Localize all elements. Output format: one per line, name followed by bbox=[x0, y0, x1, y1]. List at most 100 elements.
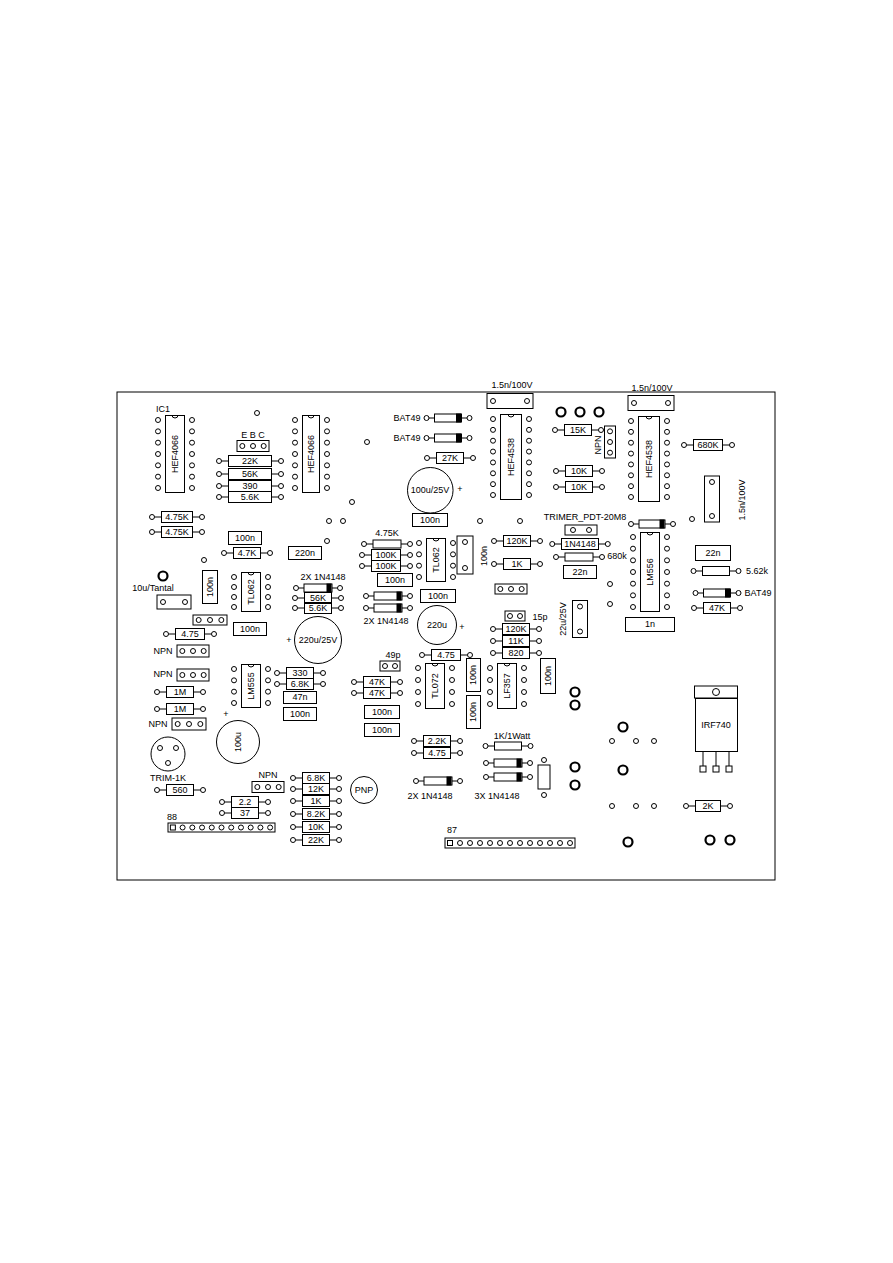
diode-body bbox=[424, 777, 452, 785]
part-name: IRF740 bbox=[701, 721, 731, 730]
solder-pad bbox=[665, 484, 670, 489]
lead-wire bbox=[665, 524, 671, 525]
solder-pad bbox=[666, 401, 671, 406]
solder-pad bbox=[634, 739, 639, 744]
solder-pad bbox=[631, 605, 636, 610]
part-value: 100n bbox=[544, 666, 553, 686]
pad-outline bbox=[177, 669, 209, 681]
solder-pad bbox=[294, 586, 299, 591]
solder-pad bbox=[450, 702, 455, 707]
solder-pad bbox=[417, 575, 422, 580]
solder-pad bbox=[325, 418, 330, 423]
solder-pad bbox=[608, 429, 613, 434]
solder-pad bbox=[232, 667, 237, 672]
lead-wire bbox=[194, 790, 201, 791]
capacitor-body: 22n bbox=[695, 545, 731, 561]
part-value: 100n bbox=[469, 665, 478, 685]
part-value: 4.75 bbox=[181, 630, 199, 639]
lead-wire bbox=[464, 458, 471, 459]
part-value: 100n bbox=[290, 710, 310, 719]
solder-pad bbox=[629, 473, 634, 478]
solder-pad bbox=[412, 739, 417, 744]
solder-pad bbox=[624, 838, 633, 847]
solder-pad bbox=[279, 484, 284, 489]
solder-pad bbox=[518, 614, 523, 619]
solder-pad bbox=[610, 739, 615, 744]
part-value: 680K bbox=[697, 441, 718, 450]
lead-wire bbox=[721, 806, 728, 807]
solder-pad bbox=[156, 429, 161, 434]
lead-wire bbox=[401, 566, 408, 567]
capacitor-body: 100n bbox=[466, 658, 481, 692]
solder-pad bbox=[571, 781, 580, 790]
solder-pad bbox=[293, 440, 298, 445]
diode-band bbox=[447, 777, 451, 785]
solder-pad bbox=[150, 515, 155, 520]
resistor-body: 27K bbox=[436, 452, 464, 464]
mosfet-body: IRF740 bbox=[695, 698, 738, 752]
solder-pad bbox=[424, 436, 429, 441]
resistor-body: 820 bbox=[502, 647, 530, 659]
solder-pad bbox=[726, 836, 735, 845]
part-value: 330 bbox=[292, 669, 307, 678]
part-value: 22n bbox=[705, 549, 720, 558]
silkscreen-label: 2X 1N4148 bbox=[363, 617, 408, 626]
resistor-body: 1M bbox=[166, 703, 194, 715]
solder-pad bbox=[408, 553, 413, 558]
solder-pad bbox=[200, 515, 205, 520]
solder-pad bbox=[279, 472, 284, 477]
pad-outline bbox=[505, 611, 525, 621]
solder-pad bbox=[629, 419, 634, 424]
solder-pad bbox=[416, 702, 421, 707]
solder-pad bbox=[155, 788, 160, 793]
silkscreen-label: NPN bbox=[153, 670, 172, 679]
solder-pad bbox=[266, 701, 271, 706]
solder-pad bbox=[190, 418, 195, 423]
part-value: 2K bbox=[702, 802, 713, 811]
solder-pad bbox=[337, 825, 342, 830]
heatsink-tab bbox=[695, 686, 738, 698]
part-value: 100n bbox=[428, 592, 448, 601]
lead-wire bbox=[205, 634, 212, 635]
resistor-body: 8.2K bbox=[302, 808, 330, 820]
solder-pad bbox=[488, 690, 493, 695]
diode-body bbox=[704, 589, 731, 597]
lead-wire bbox=[330, 789, 337, 790]
part-value: 10K bbox=[308, 823, 324, 832]
part-value: 47n bbox=[292, 693, 307, 702]
solder-pad bbox=[665, 546, 670, 551]
lead-wire bbox=[272, 486, 279, 487]
solder-pad bbox=[170, 825, 175, 830]
lead-wire bbox=[272, 497, 279, 498]
solder-pad bbox=[736, 569, 741, 574]
solder-pad bbox=[522, 678, 527, 683]
solder-pad bbox=[713, 766, 719, 772]
solder-pad bbox=[478, 841, 483, 846]
solder-pad bbox=[468, 653, 473, 658]
silkscreen-label: 1.5n/100V bbox=[491, 381, 532, 390]
solder-pad bbox=[610, 804, 615, 809]
part-name: LM556 bbox=[646, 558, 655, 586]
solder-pad bbox=[155, 690, 160, 695]
solder-pad bbox=[665, 535, 670, 540]
solder-pad bbox=[491, 471, 496, 476]
solder-pad bbox=[631, 535, 636, 540]
part-value: 56K bbox=[242, 470, 258, 479]
diode-band bbox=[660, 520, 664, 528]
resistor-body bbox=[495, 742, 522, 750]
solder-pad bbox=[200, 530, 205, 535]
solder-pad bbox=[255, 785, 260, 790]
solder-pad bbox=[491, 639, 496, 644]
lead-wire bbox=[272, 474, 279, 475]
silkscreen-label: 22u/25V bbox=[559, 602, 568, 636]
pad-outline bbox=[495, 584, 527, 594]
solder-pad bbox=[293, 452, 298, 457]
resistor-body: 22K bbox=[228, 455, 272, 467]
capacitor-body: 100n bbox=[228, 531, 262, 545]
solder-pad bbox=[424, 416, 429, 421]
part-value: 37 bbox=[240, 809, 250, 818]
solder-pad bbox=[232, 585, 237, 590]
silkscreen-label: 680k bbox=[607, 552, 627, 561]
solder-pad bbox=[450, 666, 455, 671]
part-value: 4.75K bbox=[165, 528, 189, 537]
